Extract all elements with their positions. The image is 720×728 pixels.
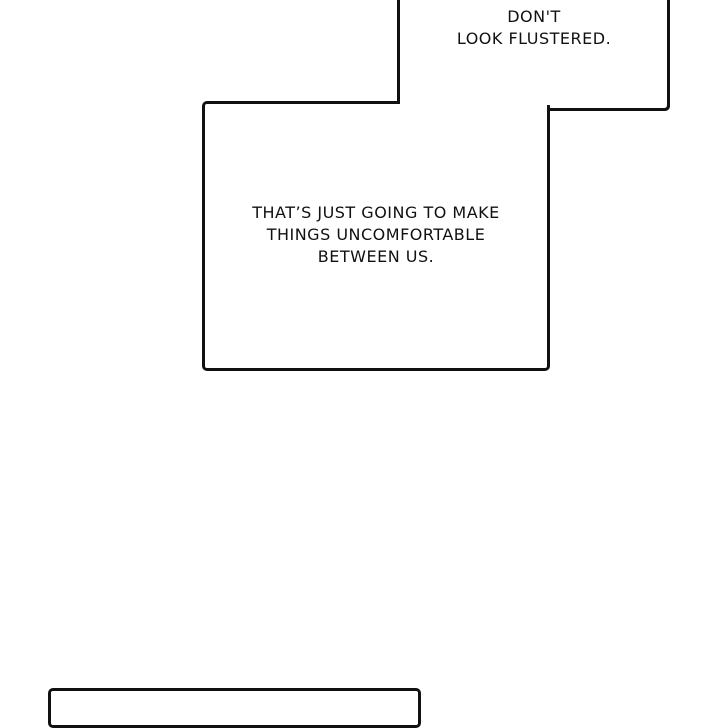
speech-bubble-middle	[202, 101, 550, 371]
bubble-join-mask-lower	[400, 98, 547, 108]
dialogue-text-middle: THAT’S JUST GOING TO MAKE THINGS UNCOMFO…	[215, 202, 537, 268]
dialogue-text-top: DON'T LOOK FLUSTERED.	[420, 6, 648, 50]
dialogue-line: LOOK FLUSTERED.	[456, 29, 612, 48]
dialogue-line: THAT’S JUST GOING TO MAKE	[252, 203, 500, 222]
dialogue-line: DON'T	[507, 7, 561, 26]
dialogue-line: BETWEEN US.	[317, 247, 435, 266]
bubble-join-outline	[207, 0, 670, 118]
speech-bubble-bottom	[48, 688, 421, 728]
dialogue-line: THINGS UNCOMFORTABLE	[266, 225, 486, 244]
speech-bubble-top	[397, 0, 670, 111]
